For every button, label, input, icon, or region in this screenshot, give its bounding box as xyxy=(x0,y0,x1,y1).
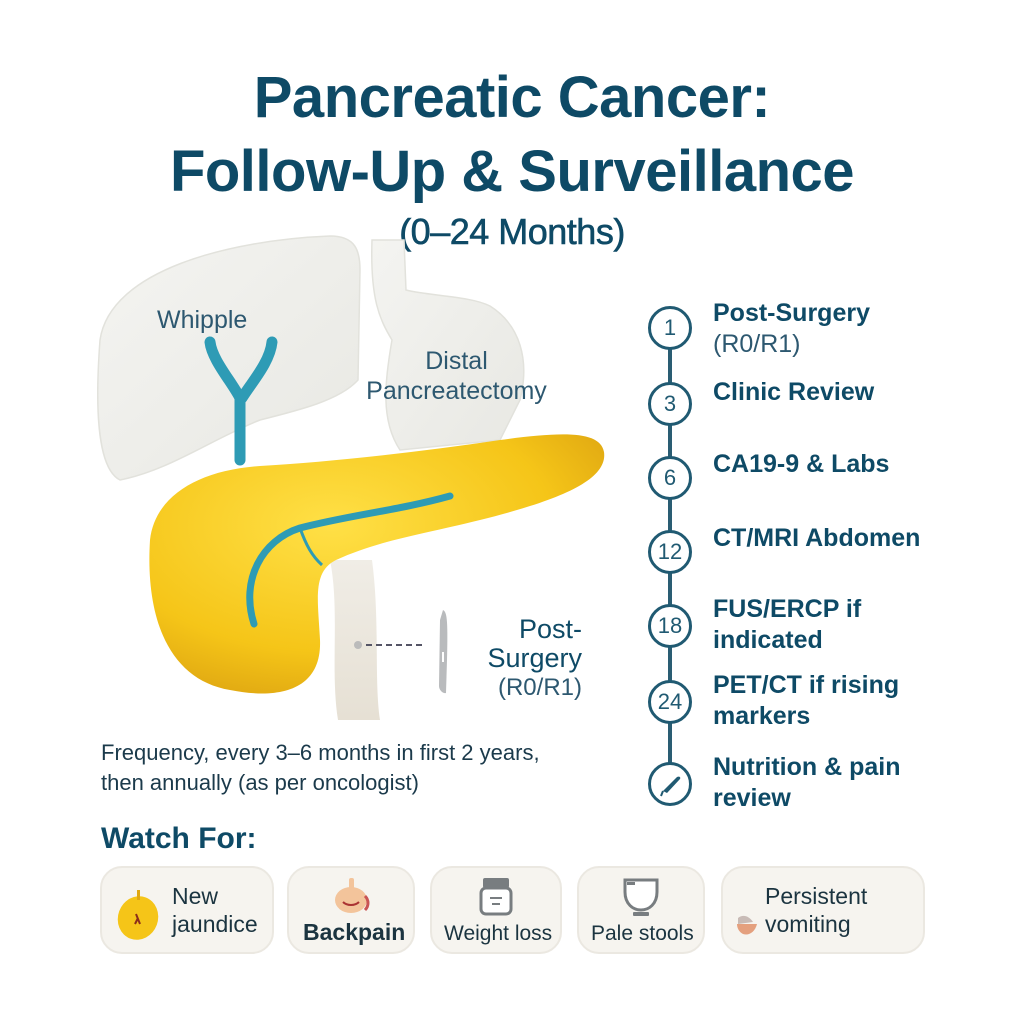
stomach-icon xyxy=(370,239,525,451)
back-pain-icon xyxy=(335,878,370,913)
symptom-chip-weight-loss: Weight loss xyxy=(430,866,562,954)
step-marker: 18 xyxy=(648,604,692,648)
frequency-line2: then annually (as per oncologist) xyxy=(101,770,419,795)
surveillance-timeline: 1 Post-Surgery (R0/R1) 3 Clinic Review 6… xyxy=(640,290,1000,830)
step-label: CA19-9 & Labs xyxy=(713,450,890,478)
step-marker: 12 xyxy=(648,530,692,574)
step-label: Nutrition & pain xyxy=(713,753,901,781)
pen-icon xyxy=(648,762,692,806)
liver-icon xyxy=(97,235,361,481)
watch-for-heading: Watch For: xyxy=(101,822,257,855)
step-marker: 1 xyxy=(648,306,692,350)
chip-label: Weight loss xyxy=(444,922,553,945)
step-label-line2: indicated xyxy=(713,626,823,654)
symptom-chip-pale-stools: Pale stools xyxy=(577,866,705,954)
chip-label-line1: New xyxy=(172,883,219,909)
pancreas-illustration xyxy=(97,235,605,720)
step-label: PET/CT if rising xyxy=(713,671,900,699)
post-label-line3: (R0/R1) xyxy=(497,674,582,701)
toilet-icon xyxy=(623,878,659,916)
step-marker: 6 xyxy=(648,456,692,500)
distal-pancreatectomy-label: Distal Pancreatectomy xyxy=(349,346,564,406)
watch-for-list: New jaundice Backpain Weight loss Pale s… xyxy=(100,866,930,956)
post-surgery-label: Post- Surgery (R0/R1) xyxy=(440,615,582,702)
step-sublabel: (R0/R1) xyxy=(713,330,801,358)
jaundice-drop-icon xyxy=(117,890,159,940)
bile-duct-icon xyxy=(204,336,278,466)
post-label-line2: Surgery xyxy=(487,643,582,673)
page-title-line2: Follow-Up & Surveillance xyxy=(169,139,855,204)
post-label-line1: Post- xyxy=(518,614,582,644)
chip-label: Pale stools xyxy=(591,922,694,945)
step-label-line2: markers xyxy=(713,702,811,730)
scale-icon xyxy=(479,878,513,916)
pancreas-icon xyxy=(149,434,605,694)
scalpel-icon xyxy=(439,610,448,694)
chip-label-line2: jaundice xyxy=(172,911,258,937)
chip-label-line1: Persistent xyxy=(765,883,868,909)
vomit-bowl-icon xyxy=(737,915,757,935)
chip-label-line2: vomiting xyxy=(765,911,851,937)
step-label: Clinic Review xyxy=(713,378,875,406)
frequency-line1: Frequency, every 3–6 months in first 2 y… xyxy=(101,740,540,765)
step-marker: 24 xyxy=(648,680,692,724)
page-subtitle: (0–24 Months) xyxy=(399,211,626,253)
distal-label-line2: Pancreatectomy xyxy=(366,377,547,405)
symptom-chip-vomiting: Persistent vomiting xyxy=(721,866,925,954)
step-label: FUS/ERCP if xyxy=(713,595,862,623)
frequency-note: Frequency, every 3–6 months in first 2 y… xyxy=(101,738,621,798)
step-label: Post-Surgery xyxy=(713,299,870,327)
page-title-line1: Pancreatic Cancer: xyxy=(253,65,771,130)
whipple-label: Whipple xyxy=(157,306,248,334)
step-marker: 3 xyxy=(648,382,692,426)
distal-label-line1: Distal xyxy=(425,347,488,375)
step-label: CT/MRI Abdomen xyxy=(713,524,921,552)
symptom-chip-backpain: Backpain xyxy=(287,866,415,954)
symptom-chip-jaundice: New jaundice xyxy=(100,866,274,954)
step-label-line2: review xyxy=(713,784,791,812)
chip-label: Backpain xyxy=(303,919,406,945)
